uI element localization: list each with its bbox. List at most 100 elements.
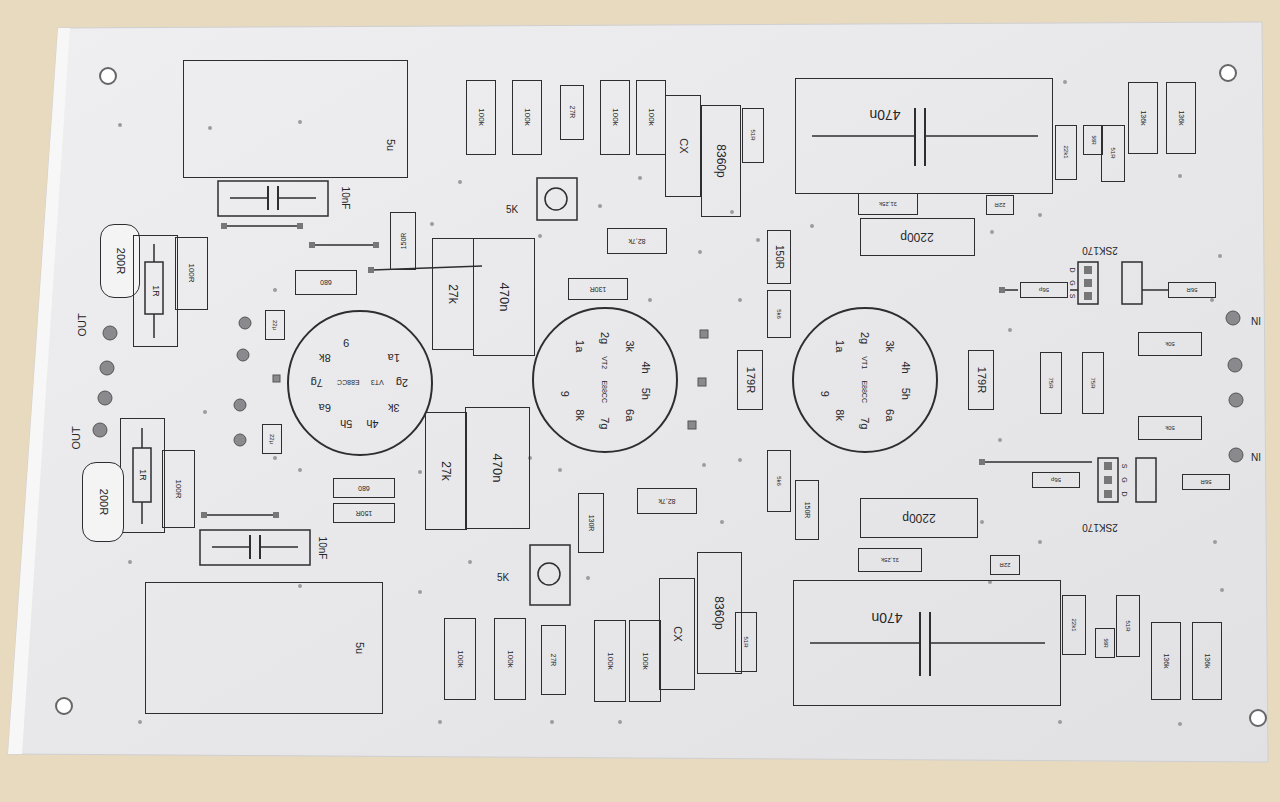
silkscreen-label: 2SK170	[1082, 522, 1118, 532]
via	[538, 234, 542, 238]
silkscreen-label: 5K	[506, 205, 518, 215]
via	[1038, 540, 1042, 544]
component-outline: 75R	[1082, 352, 1104, 414]
component-outline: 680	[333, 478, 395, 498]
via	[1210, 298, 1214, 302]
component-outline: 8360p	[701, 105, 741, 217]
capacitor-lead	[925, 135, 1038, 137]
component-outline: 2200p	[860, 498, 978, 538]
value-label: 680	[358, 484, 370, 491]
pin-label: 4h	[899, 361, 910, 373]
component-outline: 179R	[968, 350, 994, 410]
via	[720, 520, 724, 524]
component-outline: 680	[295, 270, 357, 295]
resistor-lead	[141, 502, 143, 524]
value-label: 100k	[523, 109, 531, 126]
silkscreen-label: IN	[1251, 315, 1261, 325]
value-label: 27k	[440, 461, 452, 480]
component-outline: 100R	[175, 237, 208, 310]
value-label: 136k	[1177, 110, 1184, 125]
capacitor-lead	[212, 546, 250, 548]
via	[468, 560, 472, 564]
via	[698, 250, 702, 254]
component-outline: 22R	[990, 555, 1020, 575]
pad	[700, 330, 708, 338]
mounting-hole	[1220, 65, 1236, 81]
via	[128, 560, 132, 564]
via	[203, 410, 207, 414]
pin-label: 1a	[834, 340, 845, 352]
value-label: 470n	[869, 108, 900, 122]
value-label: 200R	[97, 489, 108, 515]
via	[702, 463, 706, 467]
value-label: 136k	[1203, 653, 1210, 668]
via	[756, 238, 760, 242]
via	[458, 180, 462, 184]
via	[550, 720, 554, 724]
via	[273, 456, 277, 460]
pad	[98, 391, 112, 405]
pad	[309, 242, 315, 248]
value-label: 2200p	[901, 231, 934, 243]
pad	[1084, 279, 1092, 287]
via	[810, 224, 814, 228]
via	[738, 458, 742, 462]
value-label: 100k	[456, 650, 464, 667]
silkscreen-label: 5K	[497, 573, 509, 583]
value-label: 5k6	[776, 309, 782, 319]
value-label: 130R	[587, 514, 594, 531]
pad	[221, 223, 227, 229]
pad	[1104, 476, 1112, 484]
component-outline: 82,7k	[637, 488, 697, 514]
capacitor-lead	[278, 197, 316, 199]
via	[298, 584, 302, 588]
pin-label: 8k	[834, 409, 845, 421]
jfet-outline	[1122, 262, 1142, 304]
pad	[1104, 462, 1112, 470]
resistor-body: 200R	[82, 462, 124, 542]
via	[618, 720, 622, 724]
component-outline: 470n	[795, 78, 1053, 194]
resistor-symbol	[145, 262, 163, 314]
value-label: 8360p	[713, 596, 725, 629]
via	[1220, 588, 1224, 592]
tube-socket: 1a2g3k4h5h6a7g8k9E88CCVT2	[532, 307, 678, 453]
value-label: 470n	[491, 453, 504, 482]
component-outline: 5u	[183, 60, 408, 178]
component-outline: 130R	[568, 278, 628, 300]
component-outline: 27R	[560, 85, 584, 140]
value-label: 50k	[1165, 341, 1175, 347]
component-outline: 1R	[133, 235, 178, 347]
mounting-hole	[100, 68, 116, 84]
value-label: 56R	[1090, 135, 1095, 144]
value-label: 150R	[774, 245, 784, 269]
value-label: 82,7k	[658, 497, 675, 504]
capacitor-outline	[200, 530, 310, 565]
pad	[979, 459, 985, 465]
value-label: 130R	[589, 285, 606, 292]
component-outline: 22k1	[1055, 125, 1077, 180]
capacitor-lead	[930, 642, 1045, 644]
pin-label: 6a	[884, 409, 895, 421]
value-label: 100k	[647, 109, 655, 126]
component-outline: 56R	[1168, 282, 1216, 298]
value-label: 136k	[1139, 110, 1146, 125]
pad	[698, 378, 706, 386]
component-outline: 100k	[444, 618, 476, 700]
wire-link	[1070, 289, 1078, 291]
resistor-lead	[153, 314, 155, 338]
via	[738, 298, 742, 302]
component-outline: 100k	[629, 620, 661, 702]
resistor-lead	[141, 428, 143, 448]
value-label: 100R	[187, 264, 195, 283]
component-outline: 470n	[793, 580, 1061, 706]
capacitor-outline	[218, 181, 328, 216]
tube-designator: VT1	[861, 356, 868, 369]
value-label: 100k	[606, 652, 614, 669]
value-label: 56R	[1186, 287, 1197, 293]
jfet-outline	[1078, 262, 1098, 304]
component-outline: 51R	[1116, 595, 1140, 657]
tube-type: E88CC	[337, 379, 360, 386]
capacitor-plate	[259, 535, 261, 559]
value-label: 51R	[743, 636, 749, 647]
